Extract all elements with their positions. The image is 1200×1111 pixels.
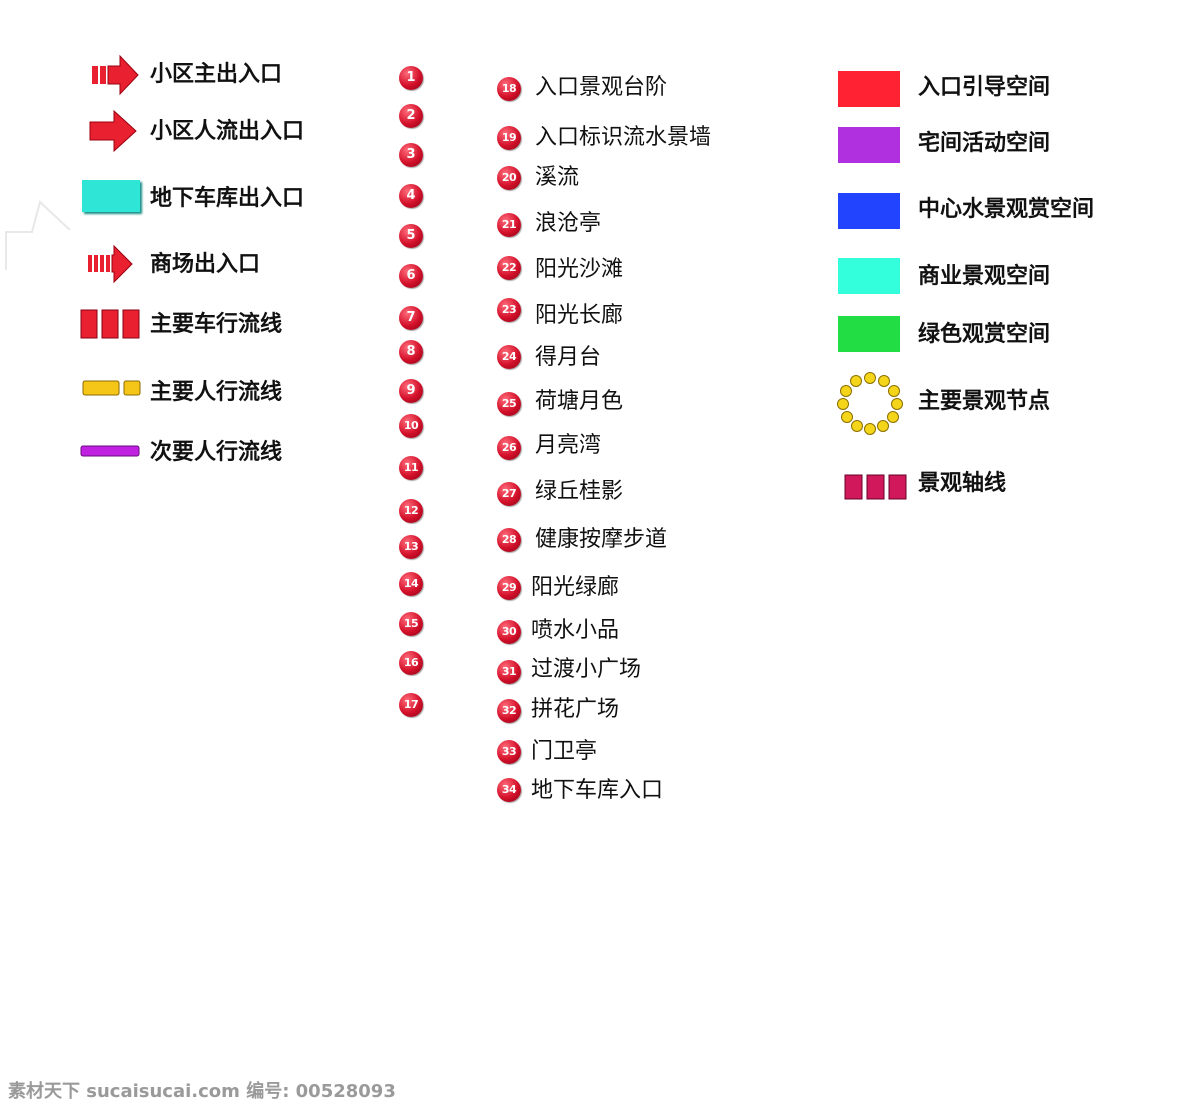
number-marker: 22 xyxy=(497,256,521,280)
item-label: 门卫亭 xyxy=(531,739,598,764)
solid-arrow-icon xyxy=(89,109,137,153)
number-marker: 4 xyxy=(399,184,423,208)
color-swatch-activity-space xyxy=(838,127,900,163)
magenta-dashed-line-icon xyxy=(844,474,907,500)
number-marker: 13 xyxy=(399,535,423,559)
item-label: 入口标识流水景墙 xyxy=(535,125,712,150)
item-label: 月亮湾 xyxy=(535,433,602,458)
number-marker: 26 xyxy=(497,436,521,460)
legend-label-commercial-space: 商业景观空间 xyxy=(918,264,1051,289)
item-label: 得月台 xyxy=(535,345,602,370)
legend-label-landscape-axis: 景观轴线 xyxy=(918,471,1007,496)
number-marker: 2 xyxy=(399,104,423,128)
number-marker: 15 xyxy=(399,612,423,636)
legend-label-green-space: 绿色观赏空间 xyxy=(918,322,1051,347)
color-swatch-water-space xyxy=(838,193,900,229)
number-marker: 3 xyxy=(399,143,423,167)
striped-arrow-icon xyxy=(88,244,133,284)
legend-label-secondary-pedestrian-flow: 次要人行流线 xyxy=(150,440,283,465)
item-label: 拼花广场 xyxy=(531,697,620,722)
item-label: 阳光绿廊 xyxy=(531,575,620,600)
item-label: 绿丘桂影 xyxy=(535,479,624,504)
legend-label-vehicle-flow: 主要车行流线 xyxy=(150,312,283,337)
number-marker: 12 xyxy=(399,499,423,523)
number-marker: 14 xyxy=(399,572,423,596)
color-swatch-green-space xyxy=(838,316,900,352)
legend-label-activity-space: 宅间活动空间 xyxy=(918,131,1051,156)
purple-line-icon xyxy=(80,445,140,457)
color-swatch-entrance-space xyxy=(838,71,900,107)
number-marker: 8 xyxy=(399,340,423,364)
item-label: 过渡小广场 xyxy=(531,657,642,682)
item-label: 入口景观台阶 xyxy=(535,75,668,100)
color-swatch-commercial-space xyxy=(838,258,900,294)
item-label: 溪流 xyxy=(535,165,580,190)
number-marker: 17 xyxy=(399,693,423,717)
legend-label-main-entrance: 小区主出入口 xyxy=(150,62,283,87)
number-marker: 34 xyxy=(497,778,521,802)
number-marker: 5 xyxy=(399,224,423,248)
legend-label-water-space: 中心水景观赏空间 xyxy=(918,197,1095,222)
legend-label-landscape-node: 主要景观节点 xyxy=(918,389,1051,414)
number-marker: 30 xyxy=(497,620,521,644)
number-marker: 28 xyxy=(497,528,521,552)
item-label: 健康按摩步道 xyxy=(535,527,668,552)
number-marker: 1 xyxy=(399,66,423,90)
number-marker: 18 xyxy=(497,77,521,101)
number-marker: 27 xyxy=(497,482,521,506)
item-label: 阳光长廊 xyxy=(535,303,624,328)
number-marker: 6 xyxy=(399,264,423,288)
number-marker: 9 xyxy=(399,379,423,403)
legend-label-entrance-space: 入口引导空间 xyxy=(918,75,1051,100)
item-label: 地下车库入口 xyxy=(531,778,664,803)
number-marker: 25 xyxy=(497,392,521,416)
number-marker: 20 xyxy=(497,166,521,190)
number-marker: 23 xyxy=(497,298,521,322)
number-marker: 11 xyxy=(399,456,423,480)
legend-label-garage-entrance: 地下车库出入口 xyxy=(150,186,305,211)
number-marker: 16 xyxy=(399,651,423,675)
red-dashed-line-icon xyxy=(80,309,140,339)
number-marker: 7 xyxy=(399,306,423,330)
item-label: 喷水小品 xyxy=(531,618,620,643)
solid-arrow-with-bars-icon xyxy=(92,54,139,96)
number-marker: 29 xyxy=(497,576,521,600)
item-label: 浪沧亭 xyxy=(535,211,602,236)
yellow-dot-ring-icon xyxy=(837,372,903,435)
cyan-rectangle-icon xyxy=(82,180,140,212)
number-marker: 33 xyxy=(497,740,521,764)
watermark-text: 素材天下 sucaisucai.com 编号: 00528093 xyxy=(8,1081,396,1102)
decorative-outline xyxy=(5,200,71,270)
number-marker: 10 xyxy=(399,414,423,438)
item-label: 荷塘月色 xyxy=(535,389,624,414)
number-marker: 31 xyxy=(497,660,521,684)
legend-label-main-pedestrian-flow: 主要人行流线 xyxy=(150,380,283,405)
number-marker: 19 xyxy=(497,126,521,150)
item-label: 阳光沙滩 xyxy=(535,257,624,282)
legend-label-mall-entrance: 商场出入口 xyxy=(150,252,261,277)
legend-label-pedestrian-entrance: 小区人流出入口 xyxy=(150,119,305,144)
number-marker: 21 xyxy=(497,213,521,237)
number-marker: 32 xyxy=(497,699,521,723)
yellow-dashed-line-icon xyxy=(82,380,141,396)
number-marker: 24 xyxy=(497,345,521,369)
